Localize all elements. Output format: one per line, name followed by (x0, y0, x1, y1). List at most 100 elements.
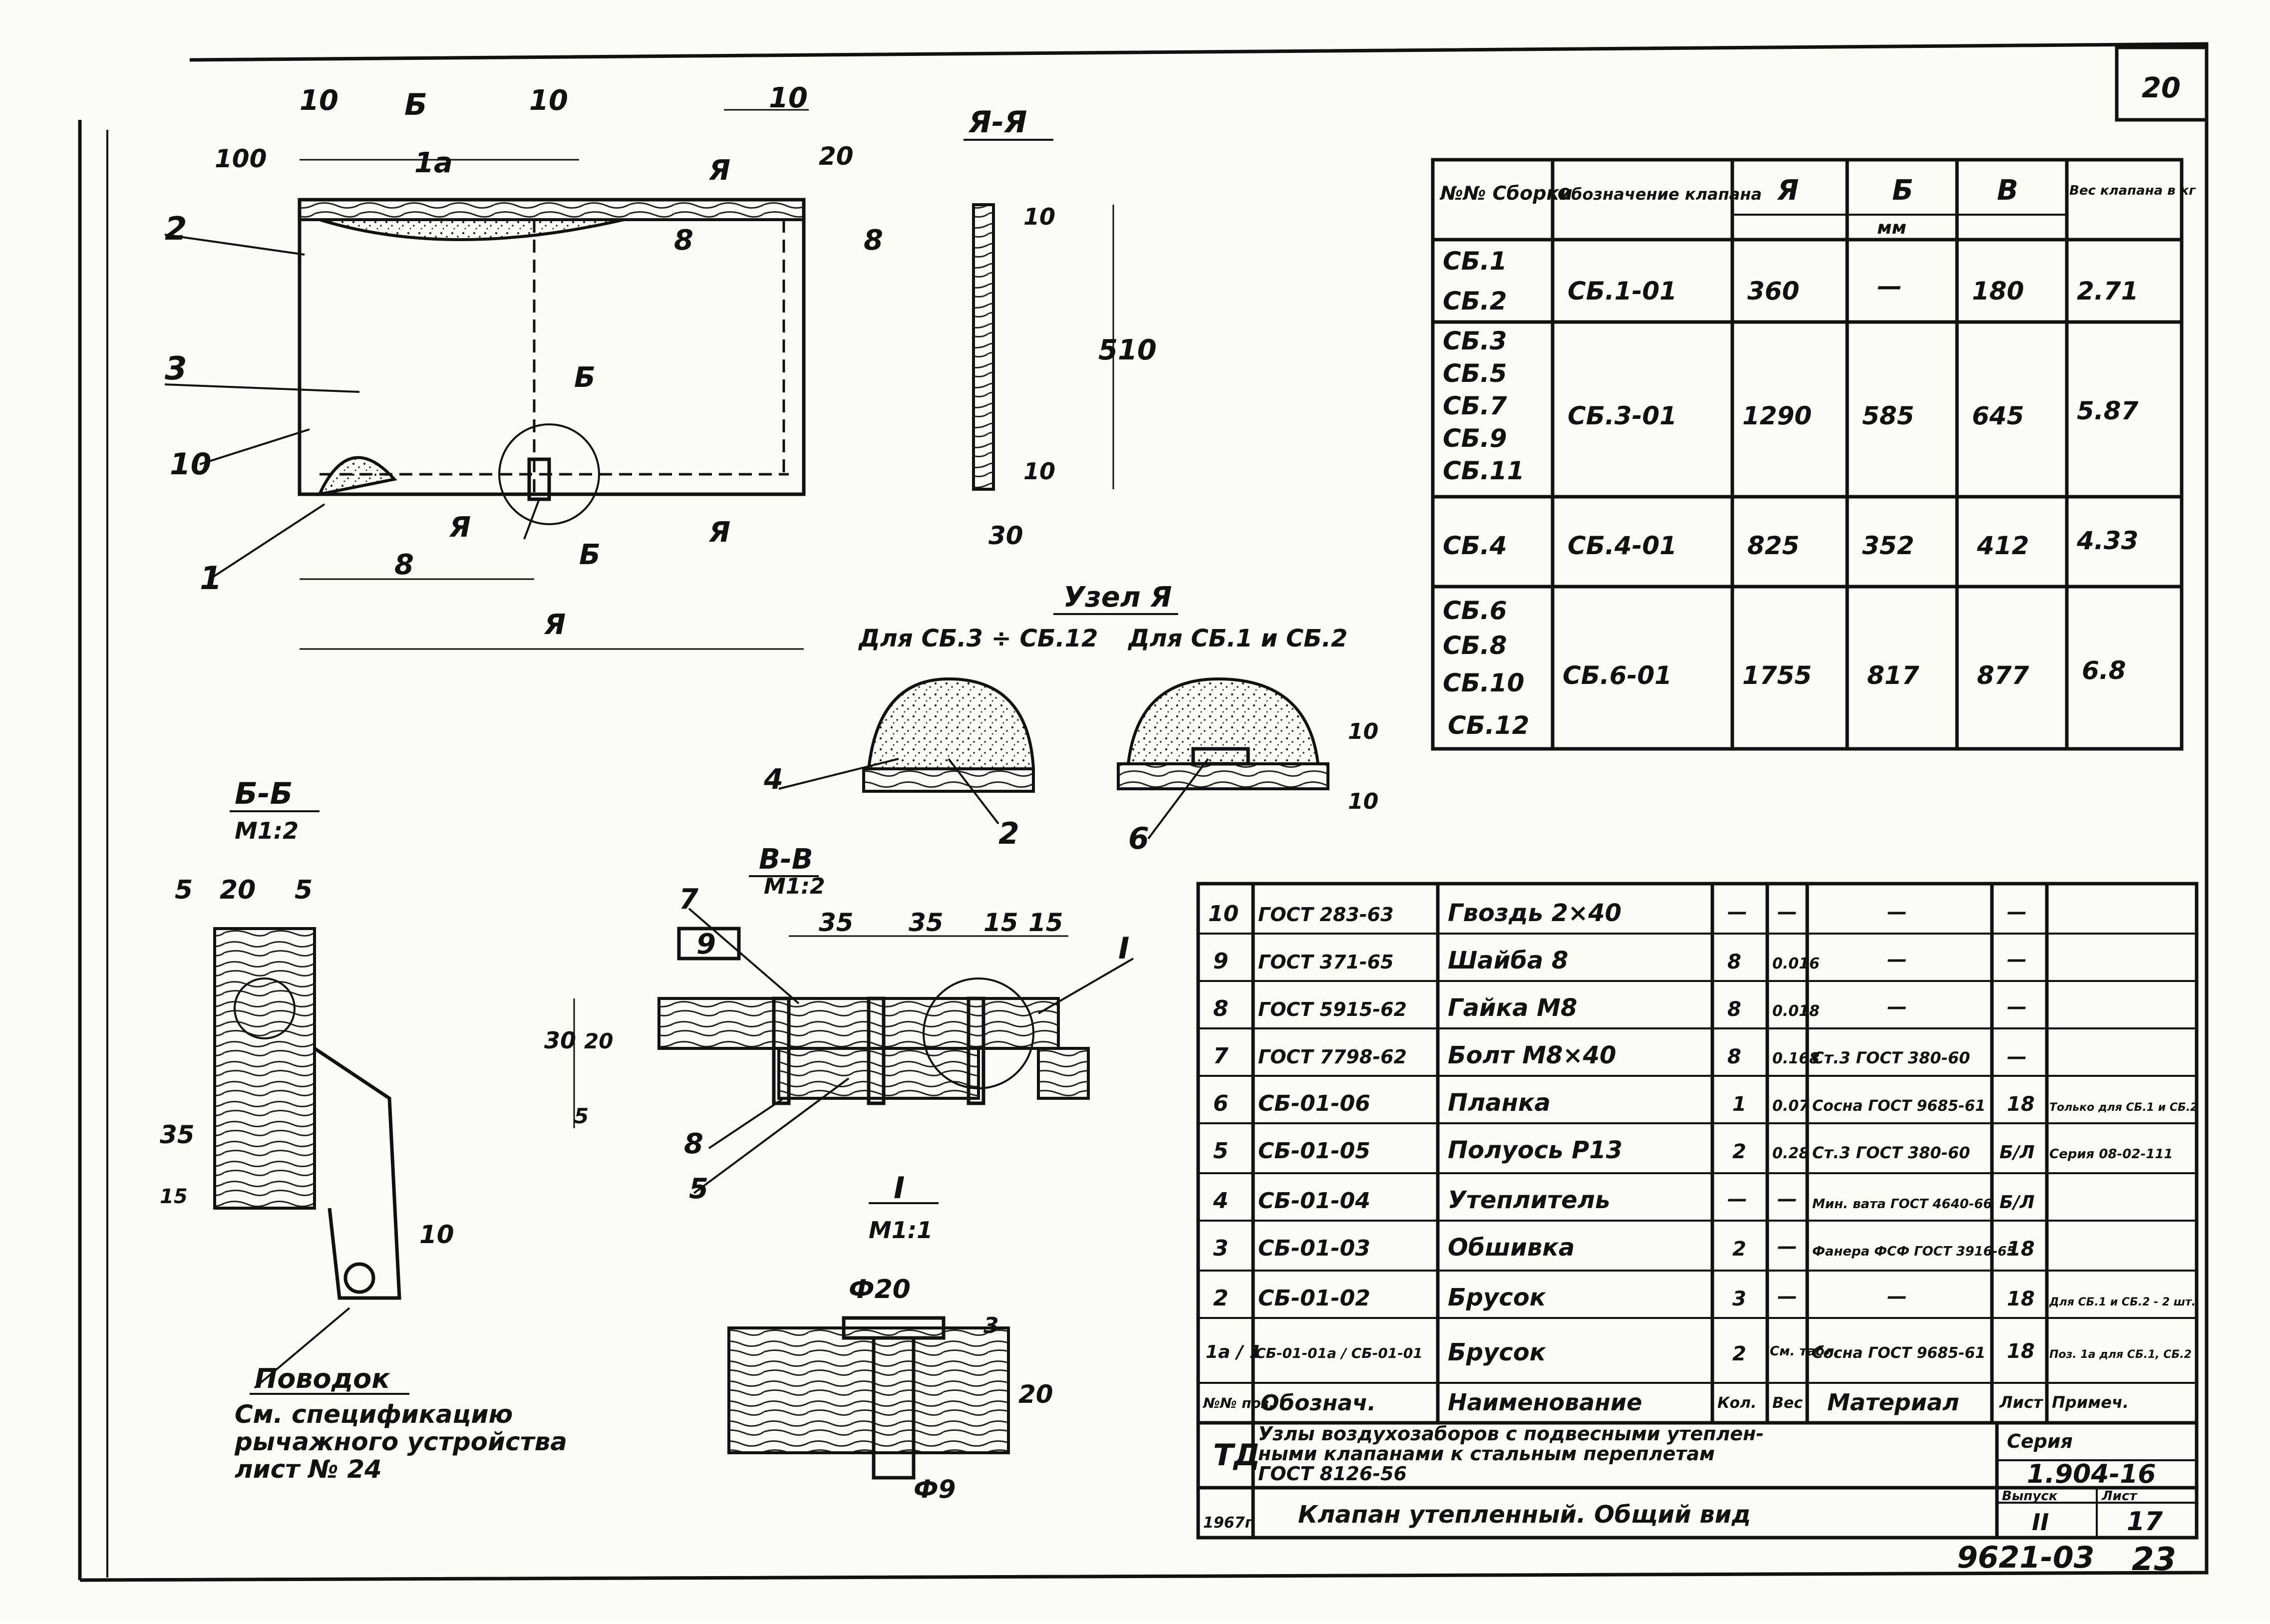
detail-title: I (894, 1171, 905, 1206)
detail-scale: М1:1 (869, 1217, 933, 1244)
callout: 5 (689, 1173, 708, 1205)
dim-label: 10 (1023, 458, 1055, 485)
node-left-bar (862, 767, 1035, 793)
dim-label: 35 (819, 908, 854, 937)
callout: 8 (684, 1128, 703, 1160)
spec-name: Брусок (1448, 1284, 1547, 1311)
callout: 1 (200, 560, 222, 597)
frame-section (213, 927, 316, 1210)
value-weight: 5.87 (2077, 396, 2139, 425)
spec-list: — (2007, 995, 2027, 1018)
value-b: — (1877, 272, 1902, 301)
dim-label: 3 (983, 1313, 999, 1338)
section-mark: Я (708, 154, 730, 187)
value-ya: 825 (1747, 531, 1799, 560)
dim-label: 10 (1348, 719, 1378, 744)
doc-number: 9621-03 (1957, 1540, 2094, 1575)
spec-material: Ст.3 ГОСТ 380-60 (1812, 1048, 1970, 1067)
detail-boards (727, 1326, 1010, 1454)
section-mark: 8 (674, 224, 693, 257)
dim-label: 8 (394, 549, 414, 581)
dim-label: 510 (1098, 334, 1157, 366)
callout: 3 (165, 350, 187, 387)
spec-material: Фанера ФСФ ГОСТ 3916-65 (1812, 1244, 2016, 1259)
assembly-id: СБ.1 (1443, 247, 1507, 276)
stamp-td: ТД (1213, 1438, 1260, 1473)
spec-material: Ст.3 ГОСТ 380-60 (1812, 1143, 1970, 1162)
callout: 2 (998, 816, 1019, 851)
value-ya: 1290 (1742, 401, 1812, 430)
spec-qty: 2 (1732, 1238, 1746, 1261)
top-board (657, 997, 1060, 1050)
value-ya: 1755 (1742, 661, 1812, 690)
bolt-shank (872, 1336, 916, 1480)
series-label: Серия (2007, 1430, 2073, 1452)
insulation-top (319, 218, 625, 241)
spec-qty: 2 (1732, 1140, 1746, 1163)
spec-header-ref: Обознач. (1261, 1390, 1376, 1416)
title-block-border (1196, 1421, 2199, 1540)
callout-box-9 (677, 927, 741, 961)
spec-name: Болт М8×40 (1448, 1041, 1616, 1069)
spec-pos: 5 (1213, 1138, 1229, 1164)
spec-pos: 1а / 1 (1206, 1342, 1262, 1362)
section-ya-ya: Я-Я 10 510 10 30 (964, 105, 1157, 550)
assembly-id: СБ.11 (1443, 456, 1524, 485)
valve-code: СБ.4-01 (1568, 531, 1677, 560)
section-mark: Я (449, 511, 471, 544)
value-weight: 4.33 (2076, 526, 2138, 555)
node-circle (498, 423, 600, 525)
dim-label: 10 (529, 84, 568, 117)
dim-label: 10 (769, 82, 808, 114)
section-title: В-В (759, 843, 813, 876)
sheet-number: 20 (2142, 72, 2181, 104)
header-unit: мм (1877, 218, 1907, 238)
sheet-number-box (2115, 45, 2209, 122)
spec-weight: 0.016 (1772, 955, 1820, 973)
spec-qty: 3 (1732, 1288, 1746, 1310)
dim-label: 100 (215, 144, 267, 173)
dim-label: Ф9 (914, 1475, 956, 1504)
spec-name: Обшивка (1448, 1234, 1575, 1262)
spec-list: 18 (2007, 1288, 2035, 1310)
leader-2 (164, 234, 305, 256)
spec-weight: — (1777, 1235, 1797, 1258)
lever-note: Поводок См. спецификацию рычажного устро… (234, 1307, 567, 1484)
spec-weight: 0.28 (1772, 1145, 1809, 1162)
lever-title: Поводок (255, 1363, 390, 1394)
leader-8 (708, 1097, 785, 1149)
spec-pos: 6 (1213, 1091, 1229, 1116)
leader-4 (778, 758, 899, 790)
spec-note: Серия 08-02-111 (2049, 1147, 2173, 1162)
value-v: 877 (1977, 661, 2029, 690)
spec-pos: 10 (1208, 901, 1239, 927)
assembly-id: СБ.5 (1443, 359, 1507, 388)
value-ya: 360 (1747, 277, 1799, 306)
spec-header-weight: Вес (1772, 1394, 1803, 1412)
valve-section (972, 203, 995, 491)
spec-list: 18 (2007, 1340, 2035, 1363)
spec-qty: 8 (1727, 951, 1741, 974)
spec-header-qty: Кол. (1717, 1394, 1757, 1412)
leader-i (1037, 958, 1134, 1014)
lever-note-line: рычажного устройства (234, 1427, 567, 1456)
spec-header-material: Материал (1827, 1389, 1959, 1416)
leader-ya (523, 499, 540, 540)
spec-pos: 3 (1213, 1236, 1229, 1261)
spec-pos: 7 (1213, 1043, 1229, 1069)
assembly-id: СБ.12 (1448, 711, 1529, 740)
main-view: 10 Б 10 10 100 1а 20 Я Я 8 8 Б Я Б 8 Я 2… (164, 82, 883, 650)
node-title: Узел Я (1063, 581, 1172, 614)
spec-weight: 0.018 (1772, 1002, 1820, 1020)
spec-qty: — (1727, 901, 1747, 924)
dim-label: 10 (1023, 203, 1055, 230)
top-bar (298, 198, 805, 221)
list-label: Лист (2101, 1489, 2138, 1504)
section-title: Б-Б (235, 776, 293, 811)
leader-5 (693, 1077, 850, 1194)
spec-list: Б/Л (1999, 1142, 2035, 1163)
bolt (967, 996, 985, 1105)
spec-name: Гвоздь 2×40 (1448, 899, 1621, 927)
